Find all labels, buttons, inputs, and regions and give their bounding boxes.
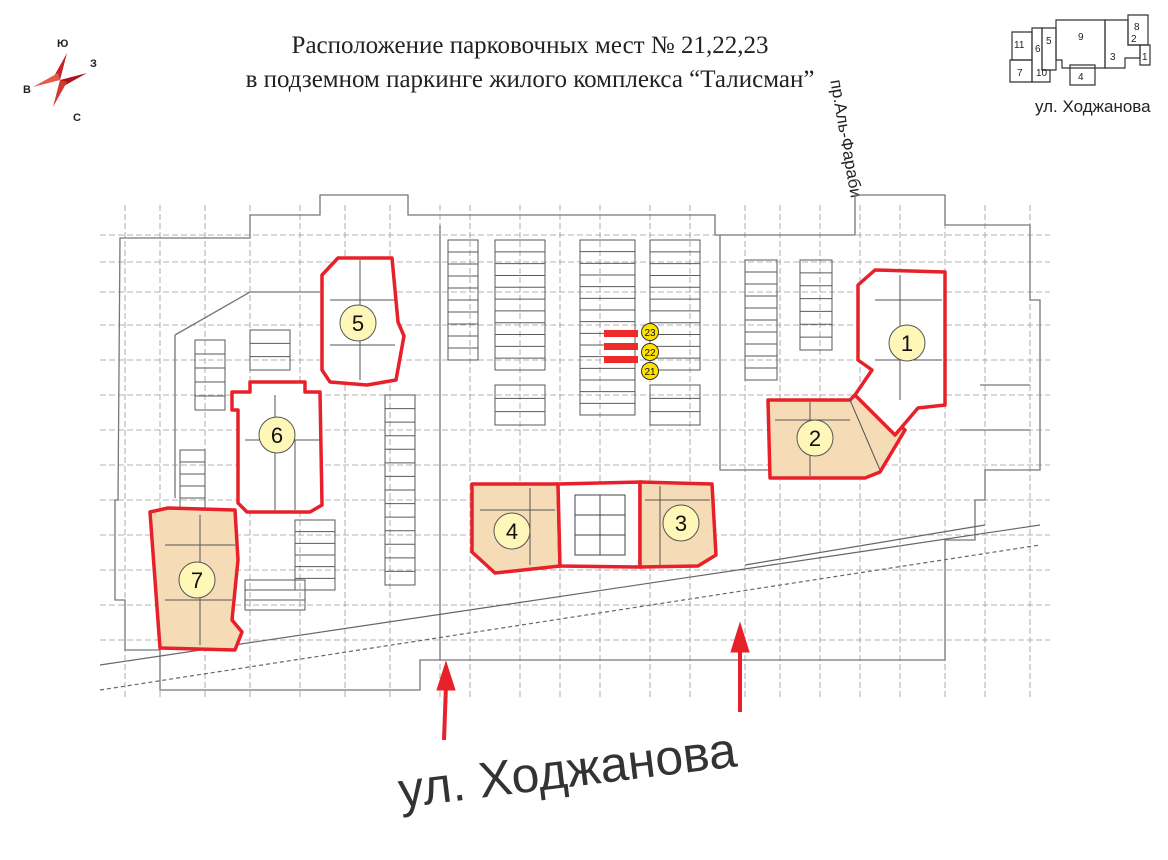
key-map-label-8: 8 — [1134, 22, 1140, 33]
svg-text:6: 6 — [271, 423, 283, 448]
section-2-badge: 2 — [796, 419, 834, 457]
key-map-label-3: 3 — [1110, 52, 1116, 63]
svg-text:23: 23 — [644, 328, 656, 339]
svg-text:3: 3 — [675, 511, 687, 536]
page-title-line-2: в подземном паркинге жилого комплекса “Т… — [245, 66, 815, 93]
compass-east-letter: З — [90, 58, 97, 70]
compass-north-letter: Ю — [57, 38, 69, 50]
key-map-label-1: 1 — [1142, 52, 1148, 63]
section-5-badge: 5 — [339, 304, 377, 342]
svg-text:1: 1 — [901, 331, 913, 356]
compass-south-letter: С — [73, 112, 81, 124]
key-map-label-2: 2 — [1131, 34, 1137, 45]
section-6-badge: 6 — [258, 416, 296, 454]
key-map-label-4: 4 — [1078, 72, 1084, 83]
entrance-arrow-left-icon — [436, 660, 456, 741]
building-outline — [114, 194, 1041, 691]
parking-spot-22-badge: 22 — [641, 343, 659, 361]
key-map: 7 11 10 6 5 9 4 3 8 2 1 — [1009, 14, 1151, 86]
section-1-badge: 1 — [888, 324, 926, 362]
svg-text:22: 22 — [644, 348, 656, 359]
section-4-badge: 4 — [493, 512, 531, 550]
page-title-line-1: Расположение парковочных мест № 21,22,23 — [291, 32, 769, 59]
compass-west-letter: В — [23, 84, 31, 96]
svg-text:2: 2 — [809, 426, 821, 451]
key-map-label-5: 5 — [1046, 36, 1052, 47]
parking-spot-23-badge: 23 — [641, 323, 659, 341]
svg-text:4: 4 — [506, 519, 518, 544]
reserved-spots-marker — [604, 330, 638, 363]
section-4-3-connector — [556, 480, 642, 569]
key-map-street-label: ул. Ходжанова — [1035, 97, 1151, 116]
key-map-label-11: 11 — [1014, 40, 1025, 51]
svg-text:21: 21 — [644, 367, 656, 378]
svg-text:5: 5 — [352, 311, 364, 336]
key-map-label-6: 6 — [1035, 44, 1041, 55]
entrance-arrow-right-icon — [730, 621, 750, 712]
parking-spot-21-badge: 21 — [641, 362, 659, 380]
section-7-badge: 7 — [178, 561, 216, 599]
key-map-label-10: 10 — [1036, 68, 1048, 79]
svg-text:7: 7 — [191, 568, 203, 593]
key-map-label-7: 7 — [1017, 68, 1023, 79]
section-3-badge: 3 — [662, 504, 700, 542]
key-map-label-9: 9 — [1078, 32, 1084, 43]
compass-rose-icon — [33, 53, 87, 107]
